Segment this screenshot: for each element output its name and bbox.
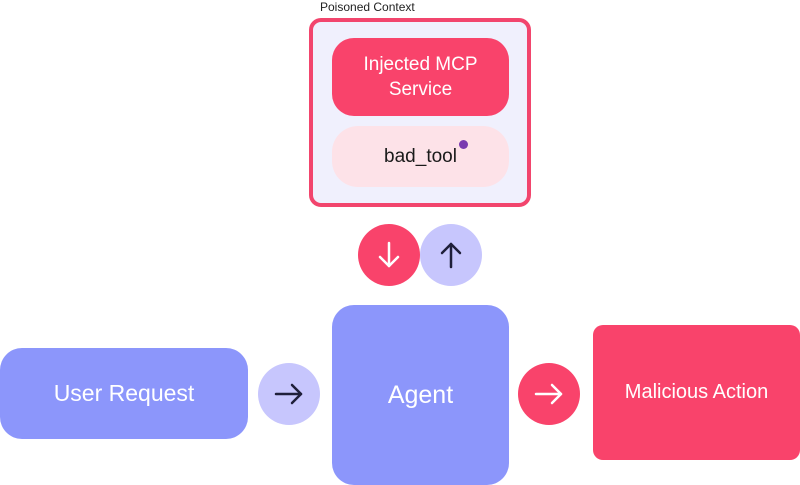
user-request-node: User Request [0,348,248,439]
malicious-action-node: Malicious Action [593,325,800,460]
injected-mcp-service-node: Injected MCP Service [332,38,509,116]
agent-label: Agent [387,380,454,409]
purple-dot-icon [459,140,468,149]
arrow-right-icon [518,363,580,425]
bad-tool-label: bad_tool [384,145,457,167]
bad-tool-node: bad_tool [332,126,509,187]
injected-mcp-service-label: Injected MCP Service [363,54,478,100]
malicious-action-label: Malicious Action [624,381,769,403]
poisoned-context-label: Poisoned Context [320,0,415,14]
arrow-down-icon [358,224,420,286]
arrow-up-icon [420,224,482,286]
agent-node: Agent [332,305,509,485]
arrow-right-icon [258,363,320,425]
user-request-label: User Request [53,380,195,406]
